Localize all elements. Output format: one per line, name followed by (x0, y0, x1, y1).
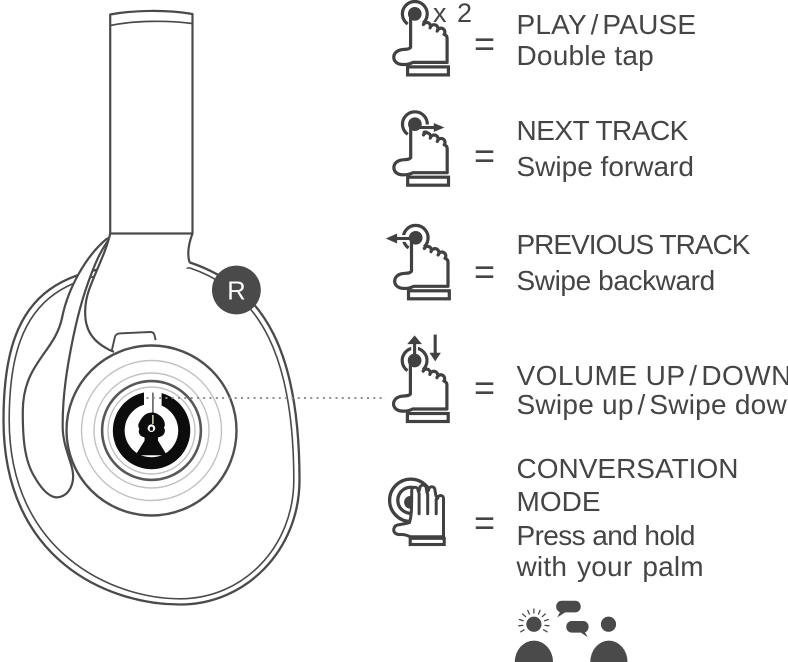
svg-text:R: R (227, 277, 245, 305)
